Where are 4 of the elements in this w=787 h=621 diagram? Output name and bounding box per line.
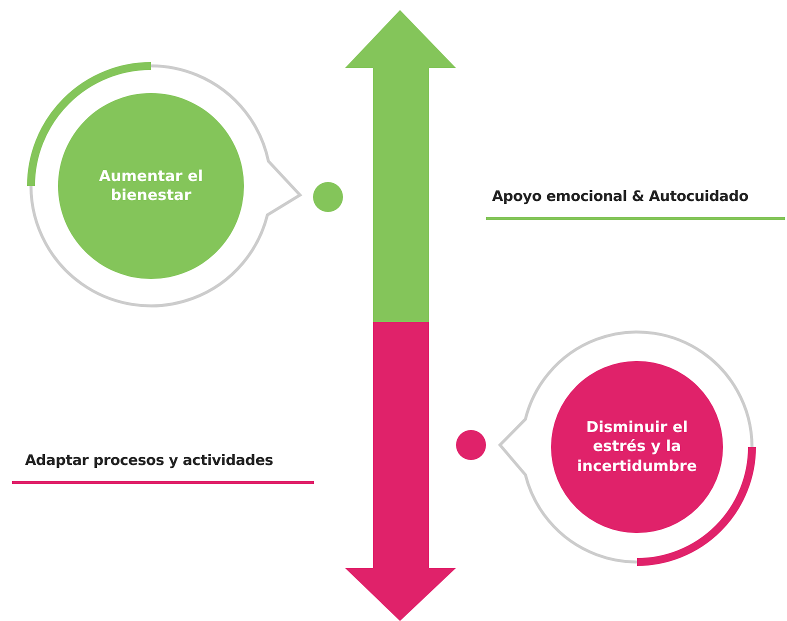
heading-text: Apoyo emocional & Autocuidado [486, 189, 785, 220]
circle-node: Disminuir el estrés y la incertidumbre [551, 361, 723, 533]
heading-text: Adaptar procesos y actividades [12, 453, 314, 484]
circle-node: Aumentar el bienestar [58, 93, 244, 279]
